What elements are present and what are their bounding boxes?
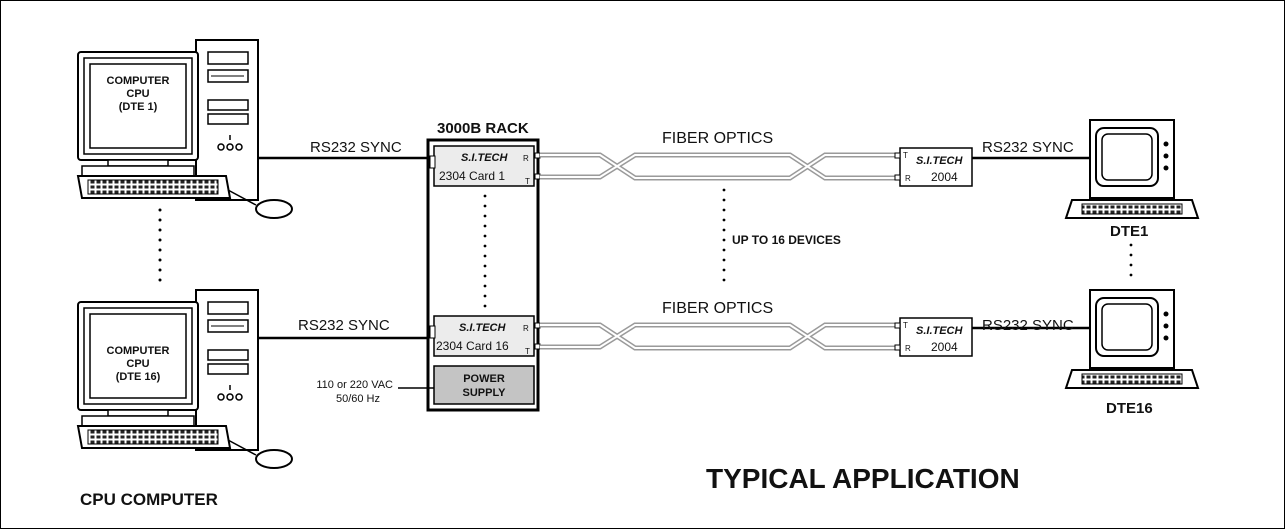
card-16-port-t: T bbox=[525, 347, 530, 356]
remote-rs232-label-bottom: RS232 SYNC bbox=[982, 317, 1074, 334]
remote-16-model: 2004 bbox=[931, 340, 958, 354]
card-16-model: 2304 Card 16 bbox=[436, 339, 509, 353]
fiber-pair-bottom bbox=[540, 322, 895, 351]
power-supply-box bbox=[433, 365, 535, 405]
fiber-label-top: FIBER OPTICS bbox=[662, 130, 773, 147]
card-1 bbox=[429, 145, 541, 187]
cpu1-screen-line3: (DTE 1) bbox=[119, 101, 158, 113]
remote-unit-1 bbox=[894, 147, 973, 187]
card-1-model: 2304 Card 1 bbox=[439, 169, 505, 183]
power-input-line2: 50/60 Hz bbox=[336, 393, 380, 405]
fiber-label-bottom: FIBER OPTICS bbox=[662, 300, 773, 317]
remote-16-port-t: T bbox=[903, 321, 908, 330]
remote-1-brand: S.I.TECH bbox=[916, 155, 964, 167]
dte1-label: DTE1 bbox=[1110, 223, 1148, 240]
diagram-title: TYPICAL APPLICATION bbox=[706, 463, 1020, 494]
terminal-dte1 bbox=[1065, 119, 1199, 219]
cpu1-screen-line1: COMPUTER bbox=[107, 75, 170, 87]
power-supply-line2: SUPPLY bbox=[462, 387, 506, 399]
remote-unit-16 bbox=[894, 317, 973, 357]
cpu16-screen-line1: COMPUTER bbox=[107, 345, 170, 357]
power-input-line1: 110 or 220 VAC bbox=[316, 379, 393, 391]
fiber-ellipsis bbox=[722, 188, 726, 282]
card-16-port-r: R bbox=[523, 324, 529, 333]
fiber-pair-bottom-core bbox=[540, 324, 895, 349]
fiber-pair-top bbox=[540, 152, 895, 181]
card-1-port-r: R bbox=[523, 154, 529, 163]
terminal-dte16 bbox=[1065, 289, 1199, 389]
card-16-brand: S.I.TECH bbox=[459, 322, 507, 334]
cpu1-screen-line2: CPU bbox=[126, 88, 149, 100]
rack-card-ellipsis bbox=[483, 194, 487, 308]
card-1-brand: S.I.TECH bbox=[461, 152, 509, 164]
cpu-computer-label: CPU COMPUTER bbox=[80, 490, 218, 509]
cpu-ellipsis-dots bbox=[158, 208, 162, 282]
cpu16-screen-line3: (DTE 16) bbox=[116, 371, 161, 383]
rs232-label-top: RS232 SYNC bbox=[310, 139, 402, 156]
cpu16-screen-line2: CPU bbox=[126, 358, 149, 370]
remote-1-model: 2004 bbox=[931, 170, 958, 184]
remote-1-port-t: T bbox=[903, 151, 908, 160]
card-1-port-t: T bbox=[525, 177, 530, 186]
rs232-label-bottom: RS232 SYNC bbox=[298, 317, 390, 334]
terminal-ellipsis bbox=[1129, 243, 1133, 277]
remote-rs232-label-top: RS232 SYNC bbox=[982, 139, 1074, 156]
remote-16-port-r: R bbox=[905, 344, 911, 353]
up-to-16-devices: UP TO 16 DEVICES bbox=[732, 233, 841, 247]
remote-16-brand: S.I.TECH bbox=[916, 325, 964, 337]
cpu-computer-16 bbox=[77, 289, 293, 469]
power-supply-line1: POWER bbox=[463, 373, 505, 385]
card-16 bbox=[429, 315, 541, 357]
remote-1-port-r: R bbox=[905, 174, 911, 183]
dte16-label: DTE16 bbox=[1106, 400, 1153, 417]
fiber-pair-top-core bbox=[540, 154, 895, 179]
rack-title: 3000B RACK bbox=[437, 120, 529, 137]
cpu-computer-1 bbox=[77, 39, 293, 219]
